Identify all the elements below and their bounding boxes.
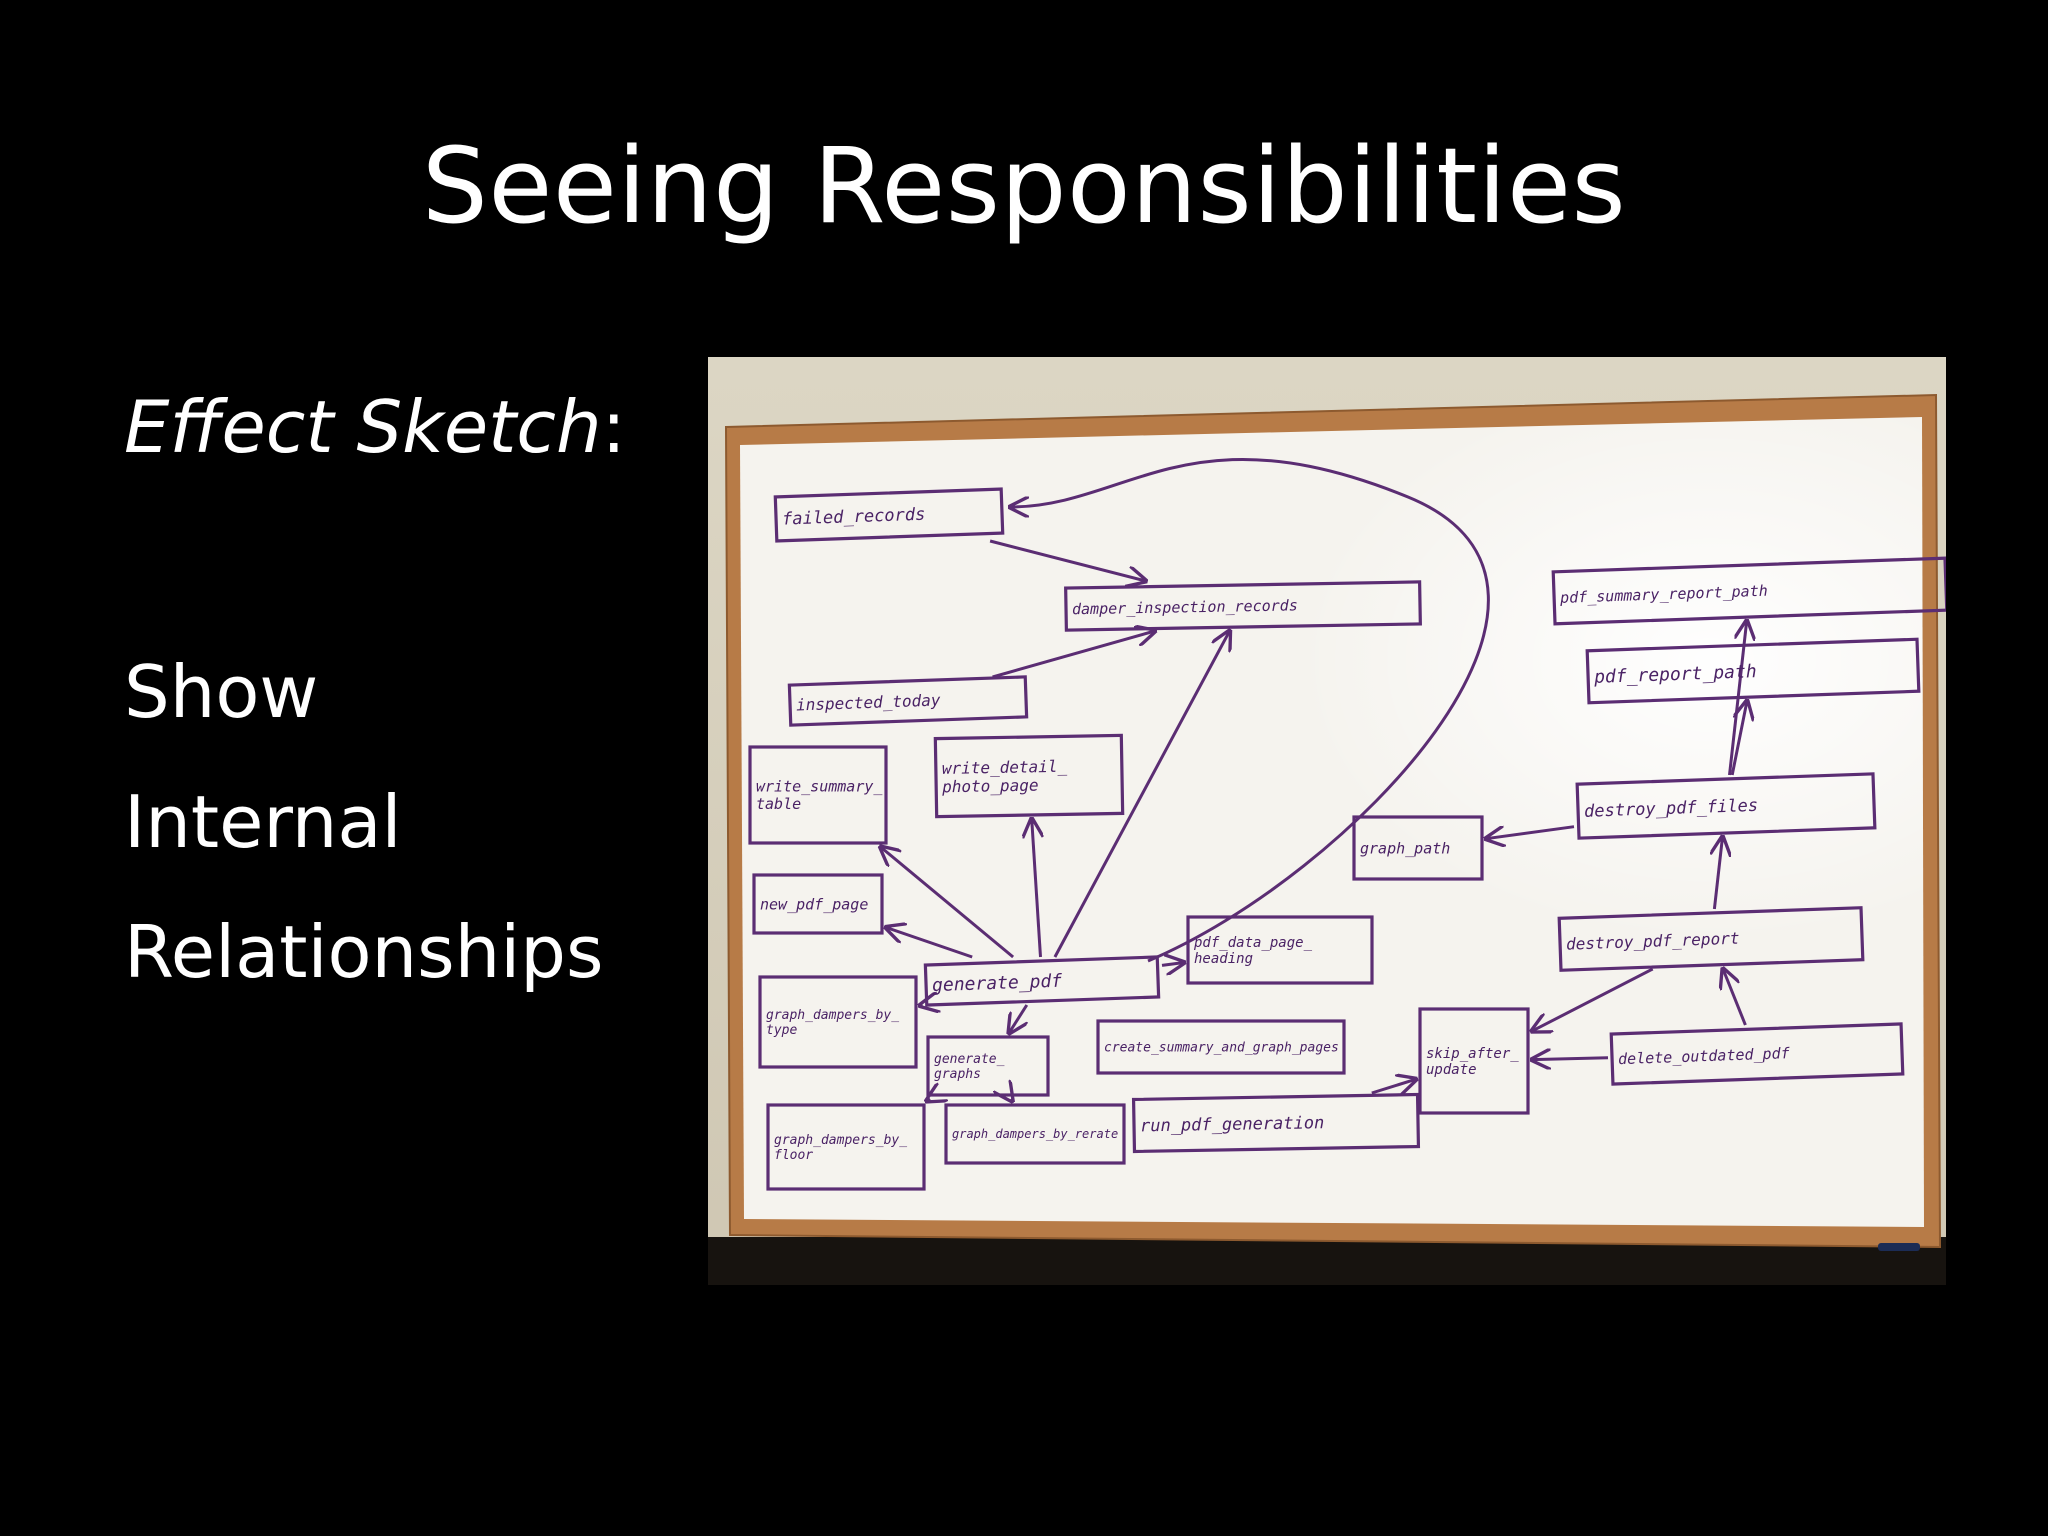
node-skip-after-update: skip_after_update [1418,1007,1530,1115]
node-box [1096,1019,1346,1075]
node-box [1186,915,1374,985]
node-box [787,675,1029,727]
nodes-layer: failed_recordsdamper_inspection_recordsi… [748,487,1946,1191]
node-box [1575,772,1877,840]
node-pdf-report-path: pdf_report_path [1585,637,1921,705]
node-label: graph_dampers_by_rerate [952,1127,1118,1141]
node-box [766,1103,926,1191]
whiteboard-sketch: failed_recordsdamper_inspection_recordsi… [708,357,1946,1285]
node-pdf-data-page-heading: pdf_data_page_heading [1186,915,1374,985]
edge-arrow [1730,701,1747,776]
node-box [926,1035,1050,1097]
node-graph-dampers-by-rerate: graph_dampers_by_rerate [944,1103,1126,1165]
node-box [752,873,884,935]
edges-layer [881,457,1747,1101]
edge-arrow [1371,1079,1416,1093]
node-label: pdf_data_page_heading [1193,935,1313,967]
bullet-line-show: Show [124,650,319,734]
slide-title: Seeing Responsibilities [421,125,1627,247]
node-run-pdf-generation: run_pdf_generation [1131,1092,1421,1154]
edge-arrow [1532,1058,1609,1060]
node-generate-pdf: generate_pdf [923,955,1161,1007]
node-label: generate_graphs [934,1052,1005,1082]
node-box [1418,1007,1530,1115]
node-box [1352,815,1484,881]
edge-arrow [989,539,1146,581]
node-label: create_summary_and_graph_pages [1104,1041,1339,1056]
node-label: skip_after_update [1426,1046,1519,1078]
node-box [1551,556,1946,626]
node-graph-path: graph_path [1352,815,1484,881]
node-box [1131,1092,1421,1154]
node-box [1609,1022,1905,1086]
effect-sketch-label: Effect Sketch [124,385,602,469]
effect-sketch-colon: : [601,385,626,469]
node-box [944,1103,1126,1165]
edge-arrow [1032,819,1041,958]
node-box [748,745,888,845]
board-glare [740,417,1924,1227]
node-label: generate_pdf [932,971,1063,997]
node-failed-records: failed_records [773,487,1005,543]
edge-arrow [1010,457,1490,963]
node-label: run_pdf_generation [1140,1113,1325,1136]
edge-arrow [1723,969,1747,1026]
node-damper-inspection-records: damper_inspection_records [1064,580,1422,632]
node-label: graph_path [1360,839,1450,857]
edge-arrow [1011,1099,1012,1101]
node-box [773,487,1005,543]
node-write-summary-table: write_summary_table [748,745,888,845]
node-label: graph_dampers_by_floor [774,1133,907,1163]
node-label: write_detail_photo_page [941,757,1068,797]
edge-arrow [881,847,1015,959]
edge-arrow [1053,631,1230,958]
node-graph-dampers-by-type: graph_dampers_by_type [758,975,918,1069]
edge-arrow [920,1005,923,1006]
node-label: failed_records [782,505,926,530]
node-new-pdf-page: new_pdf_page [752,873,884,935]
node-create-summary-and-graph-pages: create_summary_and_graph_pages [1096,1019,1346,1075]
node-label: write_summary_table [756,778,883,813]
node-write-detail-photo-page: write_detail_photo_page [933,733,1125,819]
node-label: damper_inspection_records [1072,596,1298,618]
node-label: new_pdf_page [760,895,868,913]
node-box [933,733,1125,819]
node-generate-graphs: generate_graphs [926,1035,1050,1097]
node-box [1064,580,1422,632]
marker-tray-eraser [1878,1243,1920,1251]
edge-arrow [927,1099,931,1101]
bullet-line-relationships: Relationships [124,910,604,994]
edge-arrow [886,927,973,959]
edge-arrow [1714,837,1722,910]
edge-arrow [1532,967,1654,1031]
edge-arrow [1161,963,1184,966]
node-box [758,975,918,1069]
node-box [923,955,1161,1007]
edge-arrow [992,631,1155,679]
node-label: graph_dampers_by_type [766,1008,899,1038]
effect-sketch-heading: Effect Sketch: [124,385,626,469]
node-graph-dampers-by-floor: graph_dampers_by_floor [766,1103,926,1191]
edge-arrow [1009,1004,1029,1033]
edge-arrow [1486,825,1575,839]
bullet-line-internal: Internal [124,780,402,864]
node-box [1557,906,1865,972]
node-box [1585,637,1921,705]
